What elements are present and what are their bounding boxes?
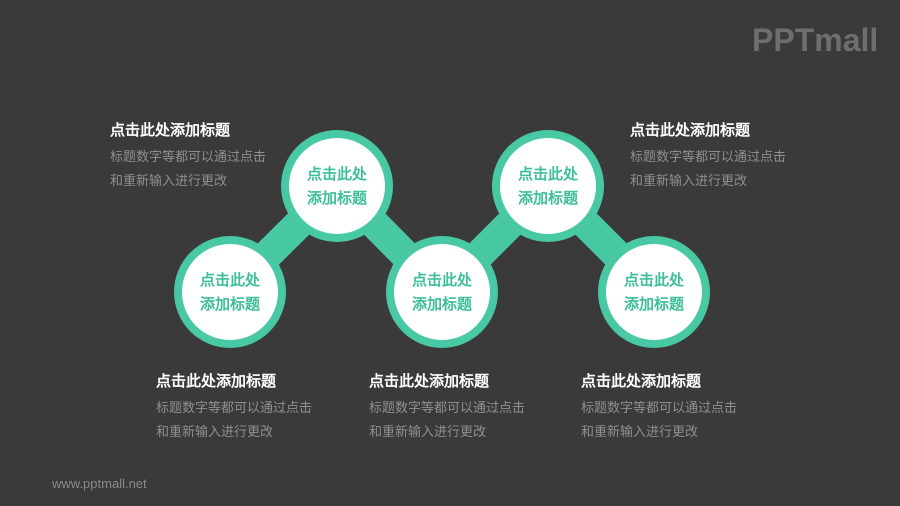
node-label-line2: 添加标题	[623, 295, 684, 313]
node-label-line2: 添加标题	[199, 295, 260, 313]
block-title: 点击此处添加标题	[369, 372, 490, 390]
node-3: 点击此处 添加标题	[392, 242, 492, 342]
block-title: 点击此处添加标题	[630, 121, 751, 139]
node-label-line1: 点击此处	[623, 271, 684, 289]
block-title: 点击此处添加标题	[581, 372, 702, 390]
block-description: 标题数字等都可以通过点击和重新输入进行更改	[630, 150, 787, 189]
node-4: 点击此处 添加标题	[498, 136, 598, 236]
text-block-top-left: 点击此处添加标题 标题数字等都可以通过点击和重新输入进行更改	[110, 120, 290, 194]
node-label-line2: 添加标题	[306, 189, 367, 207]
node-label-line1: 点击此处	[517, 165, 578, 183]
website-url: www.pptmall.net	[52, 476, 147, 491]
block-description: 标题数字等都可以通过点击和重新输入进行更改	[369, 401, 526, 440]
node-label-line1: 点击此处	[306, 165, 367, 183]
node-label-line2: 添加标题	[517, 189, 578, 207]
block-description: 标题数字等都可以通过点击和重新输入进行更改	[110, 150, 267, 189]
node-5: 点击此处 添加标题	[604, 242, 704, 342]
node-label-line2: 添加标题	[411, 295, 472, 313]
text-block-top-right: 点击此处添加标题 标题数字等都可以通过点击和重新输入进行更改	[630, 120, 810, 194]
block-description: 标题数字等都可以通过点击和重新输入进行更改	[156, 401, 313, 440]
node-1: 点击此处 添加标题	[180, 242, 280, 342]
block-description: 标题数字等都可以通过点击和重新输入进行更改	[581, 401, 738, 440]
block-title: 点击此处添加标题	[156, 372, 277, 390]
block-title: 点击此处添加标题	[110, 121, 231, 139]
node-label-line1: 点击此处	[199, 271, 260, 289]
text-block-bottom-1: 点击此处添加标题 标题数字等都可以通过点击和重新输入进行更改	[156, 371, 336, 445]
text-block-bottom-2: 点击此处添加标题 标题数字等都可以通过点击和重新输入进行更改	[369, 371, 549, 445]
node-2: 点击此处 添加标题	[287, 136, 387, 236]
node-label-line1: 点击此处	[411, 271, 472, 289]
brand-logo: PPTmall	[752, 22, 879, 58]
text-block-bottom-3: 点击此处添加标题 标题数字等都可以通过点击和重新输入进行更改	[581, 371, 761, 445]
